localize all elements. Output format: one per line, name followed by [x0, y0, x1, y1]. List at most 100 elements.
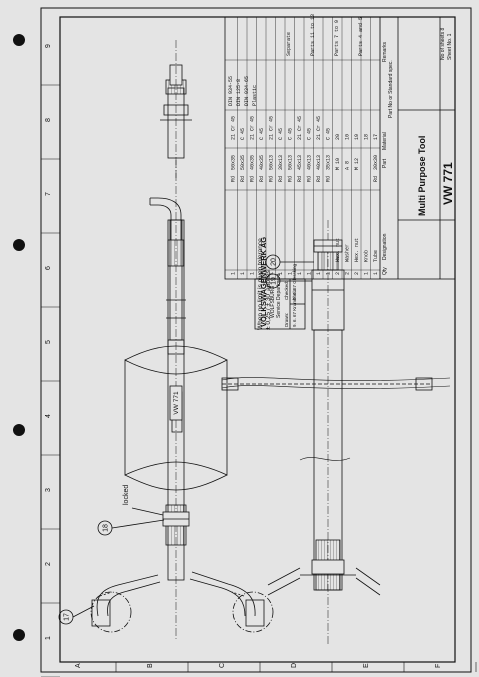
parts-qty: 1	[250, 272, 256, 275]
grid-row-label: F	[435, 664, 442, 668]
parts-qty: 1	[316, 272, 322, 275]
parts-dimension: 40x13	[316, 155, 322, 170]
header-std: Part No or Standard spec.	[388, 60, 394, 118]
parts-designation: Hex. nut	[354, 238, 360, 262]
outer-frame	[40, 7, 472, 673]
parts-part: Rd	[316, 176, 322, 182]
header-designation: Designation	[382, 233, 388, 260]
company-department: Service Department	[276, 273, 282, 318]
punch-hole	[13, 629, 25, 641]
parts-part: Rd	[231, 176, 237, 182]
parts-material: 19	[354, 134, 360, 140]
parts-dimension: 40x35	[250, 155, 256, 170]
company-name: VOLKSWAGENWERK AG	[259, 237, 268, 327]
parts-material: C 45	[278, 128, 284, 140]
parts-qty: 1	[307, 272, 313, 275]
parts-material: 18	[364, 134, 370, 140]
parts-dimension: 30x30	[373, 155, 379, 170]
parts-remark: Parts 11 to 13	[310, 14, 316, 56]
company-city: WOLFSBURG	[270, 286, 276, 318]
parts-part: Rd	[326, 176, 332, 182]
parts-qty: 1	[278, 272, 284, 275]
callout-19-label: 19	[271, 277, 278, 285]
parts-dimension: 40x13	[307, 155, 313, 170]
grid-row-label: C	[219, 663, 226, 668]
parts-qty: 2	[345, 272, 351, 275]
parts-part: Rd	[259, 176, 265, 182]
parts-qty: 1	[288, 272, 294, 275]
parts-part: Rd	[297, 176, 303, 182]
drawn-value: 9. 6. 67 Krumbholz	[292, 288, 297, 327]
grid-row-label: E	[363, 663, 370, 668]
grid-column-label: 1	[45, 636, 52, 640]
grid-column-label: 2	[45, 562, 52, 566]
header-qty: Qty	[382, 267, 388, 275]
punch-hole	[13, 34, 25, 46]
parts-material: 21 Cr 45	[231, 116, 237, 140]
grid-column-label: 4	[45, 414, 52, 418]
parts-qty: 2	[354, 272, 360, 275]
parts-qty: 1	[373, 272, 379, 275]
parts-part: Rd	[373, 176, 379, 182]
parts-remark: Parts 4 and 5	[358, 17, 364, 56]
parts-qty: 1	[259, 272, 265, 275]
tolerance-note-1: When no limit is given tolerance	[257, 238, 264, 330]
parts-material: 21 Cr 45	[316, 116, 322, 140]
parts-designation: Knob	[364, 250, 370, 262]
punch-hole	[13, 239, 25, 251]
parts-material: C 45	[240, 128, 246, 140]
checked-value: 9. 6. 67 Glessking	[292, 263, 297, 300]
parts-material: C 45	[326, 128, 332, 140]
grid-column-label: 7	[45, 192, 52, 196]
grid-row-label: B	[147, 663, 154, 668]
grid-column-label: 9	[45, 44, 52, 48]
grid-column-label: 8	[45, 118, 52, 122]
parts-designation: Washer	[345, 244, 351, 262]
parts-part: Rd	[288, 176, 294, 182]
sheet-number: Sheet No. 1	[447, 33, 453, 60]
parts-dimension: 50x35	[240, 155, 246, 170]
parts-dimension: A 8	[345, 161, 351, 170]
parts-dimension: 50x13	[288, 155, 294, 170]
parts-part: Rd	[269, 176, 275, 182]
drawn-label: Drawn:	[284, 313, 289, 327]
header-material: Material	[382, 132, 388, 150]
parts-dimension: 30x13	[278, 155, 284, 170]
checked-label: Checked:	[284, 281, 289, 300]
parts-material: 21 Cr 45	[269, 116, 275, 140]
header-part: Part	[382, 158, 388, 168]
punch-hole	[13, 424, 25, 436]
drawing-title: Multi Purpose Tool	[417, 136, 427, 216]
parts-material: 21 Cr 45	[297, 116, 303, 140]
parts-standard: Plastic	[252, 85, 258, 106]
grid-row-label: D	[291, 663, 298, 668]
vw-771-label: VW 771	[173, 391, 180, 415]
callout-18-label: 18	[103, 524, 110, 532]
parts-dimension: 40x35	[259, 155, 265, 170]
upper-tool-assembly	[90, 40, 274, 640]
parts-dimension: 50x35	[231, 155, 237, 170]
parts-material: 20	[335, 134, 341, 140]
parts-qty: 2	[335, 272, 341, 275]
parts-dimension: M 12	[354, 158, 360, 170]
parts-qty: 1	[364, 272, 370, 275]
parts-part: Rd	[278, 176, 284, 182]
parts-material: 21 Cr 45	[250, 116, 256, 140]
parts-material: C 45	[259, 128, 265, 140]
parts-qty: 1	[269, 272, 275, 275]
callout-20-label: 20	[271, 258, 278, 266]
parts-material: 10	[345, 134, 351, 140]
parts-qty: 1	[297, 272, 303, 275]
parts-material: C 45	[307, 128, 313, 140]
drawing-number: VW 771	[441, 162, 455, 205]
parts-material: 17	[373, 134, 379, 140]
parts-standard: DIN 934-65	[244, 76, 250, 106]
grid-column-label: 6	[45, 266, 52, 270]
parts-remark: Separate	[286, 32, 292, 56]
parts-designation: Hex. nut	[335, 238, 341, 262]
parts-standard: DIN 125-8	[236, 79, 242, 106]
parts-dimension: 35x13	[326, 155, 332, 170]
parts-remark: Parts 7 to 9	[334, 20, 340, 56]
parts-designation: Tube	[373, 250, 379, 262]
